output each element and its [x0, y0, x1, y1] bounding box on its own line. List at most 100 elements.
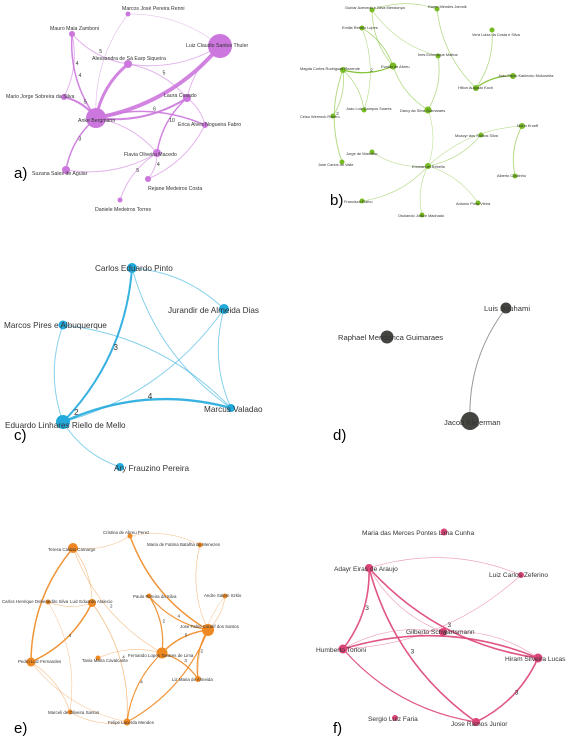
node-label: Humberto Torloni [316, 647, 367, 654]
node-label: Rejane Medeiros Costa [148, 186, 202, 192]
node-c1 [127, 263, 137, 273]
edge-b14-b18 [512, 125, 523, 177]
node-label: Tania Maria Cavalcante [82, 658, 128, 663]
edge-a6-a8 [95, 110, 206, 126]
node-a12 [117, 197, 123, 203]
edge-e1-e3 [129, 533, 201, 546]
node-label: Marceli de Oliveira Santos [48, 710, 100, 715]
edge-f4-f6 [442, 631, 539, 659]
edge-weight-label: 3 [113, 343, 118, 352]
node-e6 [146, 593, 152, 599]
edge-weight-label: 10 [169, 118, 175, 124]
node-b2 [434, 6, 440, 12]
node-label: Alessandra de Sá Earp Siqueira [92, 56, 166, 62]
node-label: Ary Frauzino Pereira [114, 464, 190, 473]
node-label: Joao Paulo Kakinoko Mokushita [498, 73, 554, 78]
edge-c1-c2 [131, 267, 225, 310]
node-label: Carlos Eduardo Pinto [95, 264, 173, 273]
edge-d1-d3 [469, 307, 507, 422]
node-b6 [340, 67, 346, 73]
edge-weight-label: 4 [69, 633, 72, 638]
node-f2 [365, 564, 373, 572]
panel-label: f) [333, 720, 342, 737]
node-label: Luis Souhami [484, 304, 530, 313]
edge-weight-label: 2 [336, 111, 339, 116]
node-label: Marcos Pires e Albuquerque [4, 321, 107, 330]
node-b21 [419, 212, 425, 218]
node-e11 [195, 676, 201, 682]
node-label: Karen Mendes Jamnik [428, 4, 467, 9]
node-label: Antonio Pinto Vieira [456, 201, 491, 206]
node-e10 [156, 647, 168, 659]
edge-weight-label: 3 [515, 690, 519, 697]
node-label: Sergio Luiz Faria [368, 716, 418, 723]
edge-e4-e12 [47, 601, 73, 713]
edge-f6-f8 [475, 657, 539, 723]
node-label: Marcus Valadao [204, 405, 263, 414]
node-f1 [440, 528, 448, 536]
edge-e7-e11 [197, 595, 226, 680]
edge-f5-f8 [342, 648, 477, 723]
node-label: Mauro Maia Zamboni [50, 26, 99, 32]
node-label: Evaldo de Abreu [381, 64, 410, 69]
edge-weight-label: 2 [110, 604, 113, 609]
node-e13 [123, 718, 131, 726]
edge-e14-e11 [196, 629, 209, 680]
node-label: Emmanuel Rebello [412, 164, 445, 169]
edge-weight-label: 4 [177, 613, 180, 618]
node-label: Joao Luiz Campos Soares [346, 106, 392, 111]
node-label: Flavia Oliveira Macedo [124, 152, 177, 158]
edge-e2-e8 [30, 547, 74, 663]
edge-b13-b17 [427, 134, 482, 167]
edge-b1-b5 [371, 9, 439, 57]
edge-e2-e5 [72, 547, 93, 604]
node-b8 [510, 73, 516, 79]
edge-weight-label: 4 [76, 61, 79, 67]
edge-f4-f5 [342, 629, 444, 650]
edge-e2-e10 [72, 547, 163, 654]
panel-label: c) [14, 427, 27, 444]
node-label: Laura Cesado [164, 93, 197, 99]
edge-f5-f6 [342, 634, 539, 659]
node-e4 [45, 599, 51, 605]
edge-b8-b9 [475, 75, 514, 89]
edge-c1-c4 [131, 267, 232, 409]
node-b14 [519, 123, 525, 129]
edge-weight-label: 3 [411, 649, 415, 656]
edge-b6-b12 [332, 69, 345, 117]
node-b4 [489, 27, 495, 33]
edge-a7-a10 [156, 97, 188, 154]
edge-layer [63, 13, 222, 201]
edge-b1-b2 [371, 3, 438, 11]
edge-e8-e12 [30, 661, 71, 713]
node-label: Magda Cortes Rodrigues Rezende [300, 66, 360, 71]
node-f8 [472, 718, 480, 726]
node-layer [338, 528, 543, 726]
node-b17 [425, 163, 431, 169]
edge-f2-f3 [368, 557, 522, 576]
node-label: Guinar Azevedo e Silva Mendonça [345, 5, 406, 10]
edge-weight-label: 3 [443, 630, 447, 637]
node-label: Jose Fabio Coutrif dos Santos [180, 624, 240, 629]
edge-a2-a3 [71, 33, 129, 65]
edge-b6-b10 [342, 69, 365, 111]
node-e8 [26, 657, 36, 667]
node-e12 [67, 709, 73, 715]
node-b15 [339, 159, 345, 165]
edge-weight-label: 2 [74, 408, 79, 417]
edge-weight-label: 2 [201, 649, 204, 654]
node-label: Maria das Merces Pontes Lima Cunha [362, 530, 474, 537]
node-label: Suzana Sales de Aguiar [32, 171, 88, 177]
node-b3 [359, 25, 365, 31]
node-e1 [127, 533, 133, 539]
node-layer [61, 11, 232, 203]
edge-a8-a11 [147, 124, 206, 180]
